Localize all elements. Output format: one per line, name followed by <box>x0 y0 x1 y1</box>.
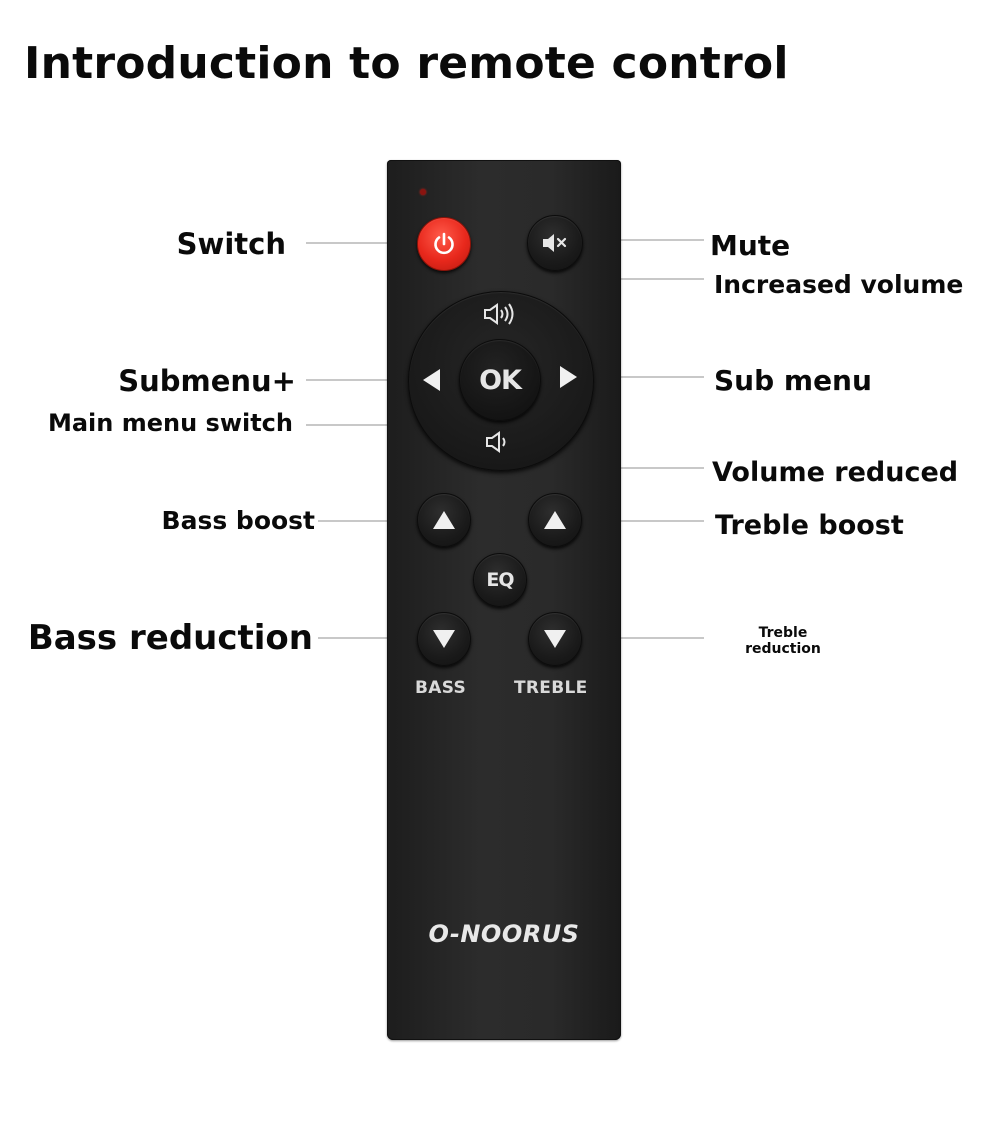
ok-label: OK <box>479 364 522 396</box>
left-button[interactable] <box>417 365 447 395</box>
triangle-left-icon <box>423 369 440 391</box>
remote-control: OK EQ BASS TREBLE O-NOORUS <box>387 160 621 1040</box>
bass-boost-button[interactable] <box>417 493 471 547</box>
label-bass-boost: Bass boost <box>161 506 315 535</box>
volume-down-button[interactable] <box>483 428 519 460</box>
ok-button[interactable]: OK <box>459 339 541 421</box>
label-sub-menu: Sub menu <box>714 364 872 397</box>
label-treble-boost: Treble boost <box>715 510 904 541</box>
label-bass-reduction: Bass reduction <box>27 618 313 658</box>
label-submenu-plus: Submenu+ <box>118 364 296 398</box>
treble-print-label: TREBLE <box>514 678 588 698</box>
triangle-down-icon <box>433 630 455 648</box>
treble-reduction-button[interactable] <box>528 612 582 666</box>
mute-button[interactable] <box>527 215 583 271</box>
volume-up-button[interactable] <box>479 300 523 332</box>
speaker-volume-up-icon <box>484 303 514 325</box>
label-volume-reduced: Volume reduced <box>712 457 959 488</box>
eq-label: EQ <box>486 569 514 591</box>
page-title: Introduction to remote control <box>24 38 789 89</box>
label-treble-reduction: Treble reduction <box>742 625 824 657</box>
label-increased-volume: Increased volume <box>714 270 964 299</box>
brand-logo: O-NOORUS <box>428 920 580 948</box>
right-button[interactable] <box>553 362 583 392</box>
eq-button[interactable]: EQ <box>473 553 527 607</box>
triangle-right-icon <box>560 366 577 388</box>
label-main-menu-switch: Main menu switch <box>47 409 293 437</box>
label-switch: Switch <box>176 227 286 261</box>
speaker-volume-down-icon <box>486 431 506 453</box>
label-mute: Mute <box>710 229 791 262</box>
speaker-mute-icon <box>543 234 567 252</box>
power-icon <box>434 232 454 255</box>
status-led <box>420 189 426 195</box>
label-treble-reduction-line1: Treble <box>758 625 808 641</box>
triangle-up-icon <box>433 511 455 529</box>
label-treble-reduction-line2: reduction <box>745 641 821 657</box>
triangle-down-icon <box>544 630 566 648</box>
bass-print-label: BASS <box>415 678 467 698</box>
triangle-up-icon <box>544 511 566 529</box>
treble-boost-button[interactable] <box>528 493 582 547</box>
power-button[interactable] <box>417 217 471 271</box>
bass-reduction-button[interactable] <box>417 612 471 666</box>
